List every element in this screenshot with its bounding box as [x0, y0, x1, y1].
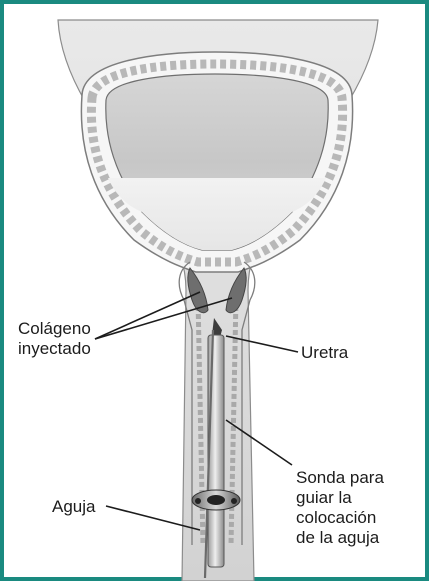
label-injected-collagen: Colágeno inyectado [18, 319, 91, 359]
label-probe: Sonda para guiar la colocación de la agu… [296, 468, 384, 548]
probe [208, 335, 224, 567]
leader-collagen-1 [95, 292, 200, 339]
label-needle: Aguja [52, 497, 95, 517]
label-urethra: Uretra [301, 343, 348, 363]
